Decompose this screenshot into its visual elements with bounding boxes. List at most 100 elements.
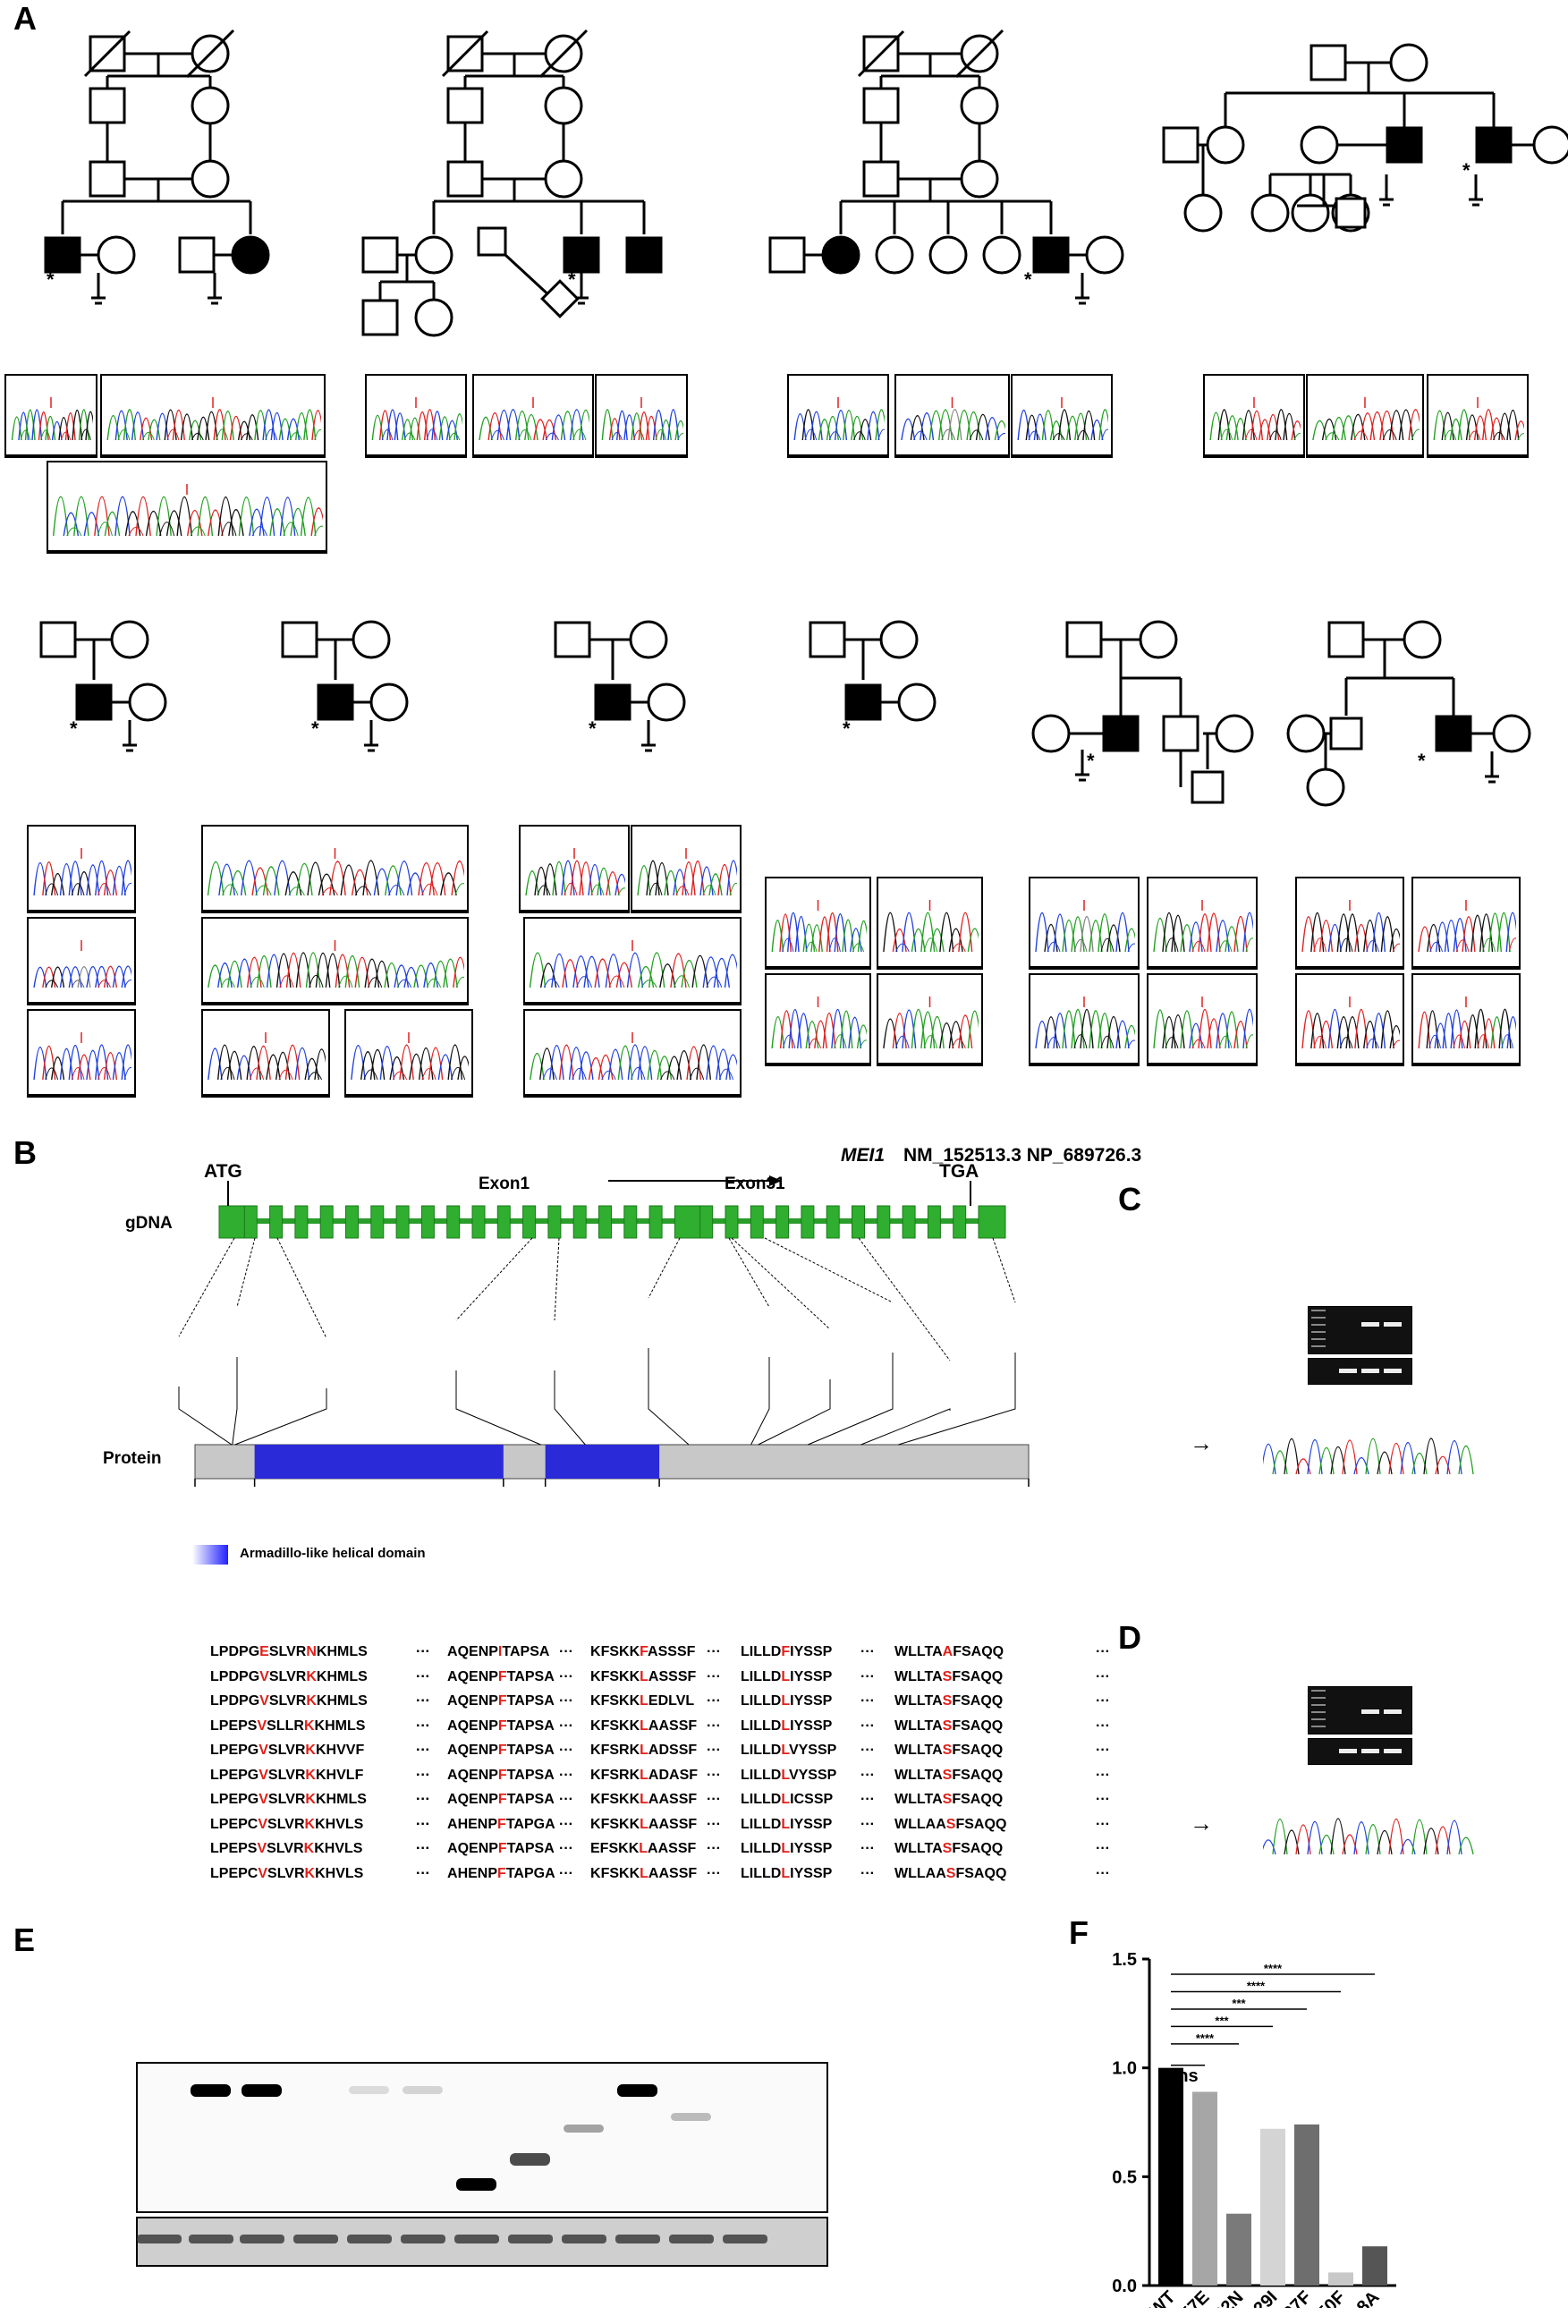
trace-peak (1207, 912, 1221, 952)
trace-peak (1153, 1009, 1167, 1048)
residue: Y (798, 1743, 809, 1758)
alignment-segment: KFSRKLADASF (590, 1768, 698, 1784)
residue: L (762, 1668, 771, 1684)
residue: Y (793, 1816, 804, 1832)
trace-peak (850, 928, 862, 952)
trace-peak (314, 428, 321, 440)
residue: S (268, 1644, 279, 1659)
residue: L (753, 1767, 763, 1783)
trace-peak (1496, 912, 1511, 952)
residue: A (648, 1841, 658, 1856)
trace-peak (112, 1051, 126, 1080)
chromatogram (472, 374, 594, 458)
trace-peak (197, 416, 210, 440)
trace (11, 397, 93, 440)
chromatogram-sample (632, 910, 740, 912)
residue: D (770, 1668, 782, 1684)
variant-connector (648, 1348, 690, 1446)
trace-peak (1365, 1824, 1381, 1855)
chromatogram (1411, 973, 1521, 1066)
legend-label: Armadillo-like helical domain (240, 1546, 426, 1561)
chromatogram-sample (1205, 454, 1303, 456)
trace-peak (1218, 1035, 1233, 1048)
trace-peak (677, 432, 683, 440)
trace-peak (892, 929, 907, 952)
chromatogram-sample (1030, 966, 1138, 968)
residue: Q (980, 1718, 992, 1734)
trace-peak (1090, 420, 1104, 440)
trace-peak (875, 409, 885, 440)
trace-peak (929, 1016, 945, 1048)
trace-peak (392, 1071, 408, 1080)
residue: Y (793, 1841, 804, 1856)
trace-peak (948, 928, 963, 952)
trace (771, 997, 867, 1048)
residue: A (545, 1865, 555, 1881)
panel-label-a: A (13, 0, 37, 37)
trace-peak (227, 960, 242, 988)
residue: E (469, 1668, 479, 1684)
trace-peak (1052, 433, 1065, 440)
chromatogram (1295, 973, 1404, 1066)
trace-peak (45, 980, 59, 988)
residue: S (678, 1743, 689, 1758)
trace-peak (335, 954, 351, 988)
residue: P (524, 1743, 535, 1758)
trace-peak (793, 412, 807, 440)
female-symbol (960, 159, 999, 199)
residue: K (590, 1816, 601, 1832)
trace-peak (660, 1071, 675, 1080)
residue: F (687, 1668, 697, 1684)
trace-peak (939, 912, 954, 952)
residue: D (770, 1718, 782, 1734)
panel-label-f: F (1069, 1914, 1089, 1951)
trace-peak (423, 963, 439, 988)
trace-peak (1458, 1445, 1474, 1475)
exon-box (598, 1205, 612, 1239)
trace-peak (1180, 1010, 1194, 1048)
trace-peak (1471, 914, 1485, 952)
actin-band (1384, 1749, 1402, 1753)
trace-peak (220, 1066, 235, 1080)
gene-diagram (178, 1175, 1030, 1487)
residue: I (749, 1792, 754, 1807)
chromatogram (523, 1009, 742, 1098)
actin-band (1339, 1749, 1357, 1753)
residue: L (741, 1816, 750, 1832)
female-symbol (191, 159, 230, 199)
pedigree-layer (39, 29, 1568, 807)
residue: I (749, 1743, 754, 1758)
trace-peak (1345, 1016, 1360, 1048)
residue: K (590, 1743, 601, 1758)
trace-peak (58, 417, 70, 440)
trace-peak (24, 409, 36, 440)
residue: A (544, 1718, 555, 1734)
chromatogram-sample (29, 910, 134, 912)
residue: S (669, 1816, 679, 1832)
trace-peak (1400, 1838, 1416, 1855)
residue: L (781, 1718, 791, 1734)
residue: F (497, 1668, 507, 1684)
trace-peak (1225, 926, 1239, 952)
residue: V (336, 1743, 346, 1758)
chromatogram-sample (1297, 966, 1403, 968)
trace-peak (1457, 409, 1471, 440)
residue: P (524, 1792, 535, 1807)
ellipsis: ··· (559, 1841, 573, 1856)
trace-peak (1429, 941, 1444, 952)
residue: S (358, 1693, 368, 1709)
female-symbol (1085, 235, 1124, 275)
trace-peak (818, 419, 831, 440)
residue: P (238, 1743, 248, 1758)
trace-peak (1073, 938, 1088, 952)
trace-peak (626, 952, 644, 988)
female-symbol (369, 683, 409, 722)
residue: P (238, 1792, 248, 1807)
trace-peak (51, 420, 63, 440)
residue: P (488, 1841, 498, 1856)
ellipsis: ··· (1096, 1718, 1110, 1734)
trace-peak (1468, 430, 1481, 440)
residue: Q (457, 1841, 470, 1856)
trace-peak (416, 411, 428, 440)
trace-peak (1493, 431, 1505, 440)
